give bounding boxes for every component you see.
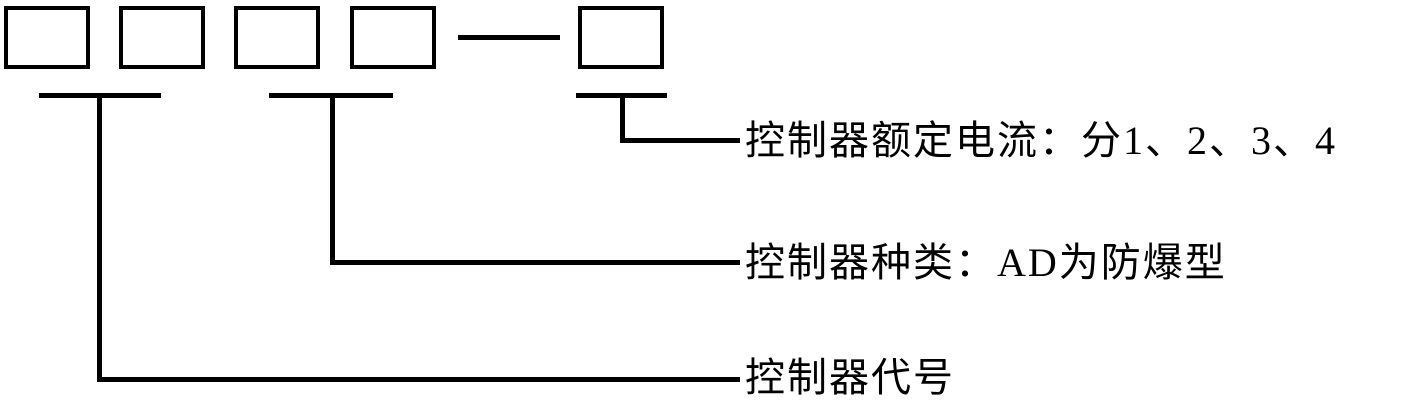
model-digit-box-5 xyxy=(578,6,664,69)
model-digit-box-1 xyxy=(4,6,90,69)
bracket-current-stem xyxy=(620,93,625,143)
leader-current xyxy=(620,138,740,143)
leader-code xyxy=(97,377,740,382)
model-digit-box-2 xyxy=(119,6,205,69)
model-digit-box-4 xyxy=(350,6,436,69)
model-code-dash xyxy=(458,35,560,40)
bracket-type-stem xyxy=(330,93,335,265)
bracket-code-stem xyxy=(97,93,102,382)
leader-type xyxy=(330,260,740,265)
callout-controller-code: 控制器代号 xyxy=(745,355,955,400)
callout-controller-type: 控制器种类：AD为防爆型 xyxy=(745,240,1227,285)
callout-rated-current: 控制器额定电流：分1、2、3、4 xyxy=(745,118,1337,163)
model-digit-box-3 xyxy=(234,6,320,69)
